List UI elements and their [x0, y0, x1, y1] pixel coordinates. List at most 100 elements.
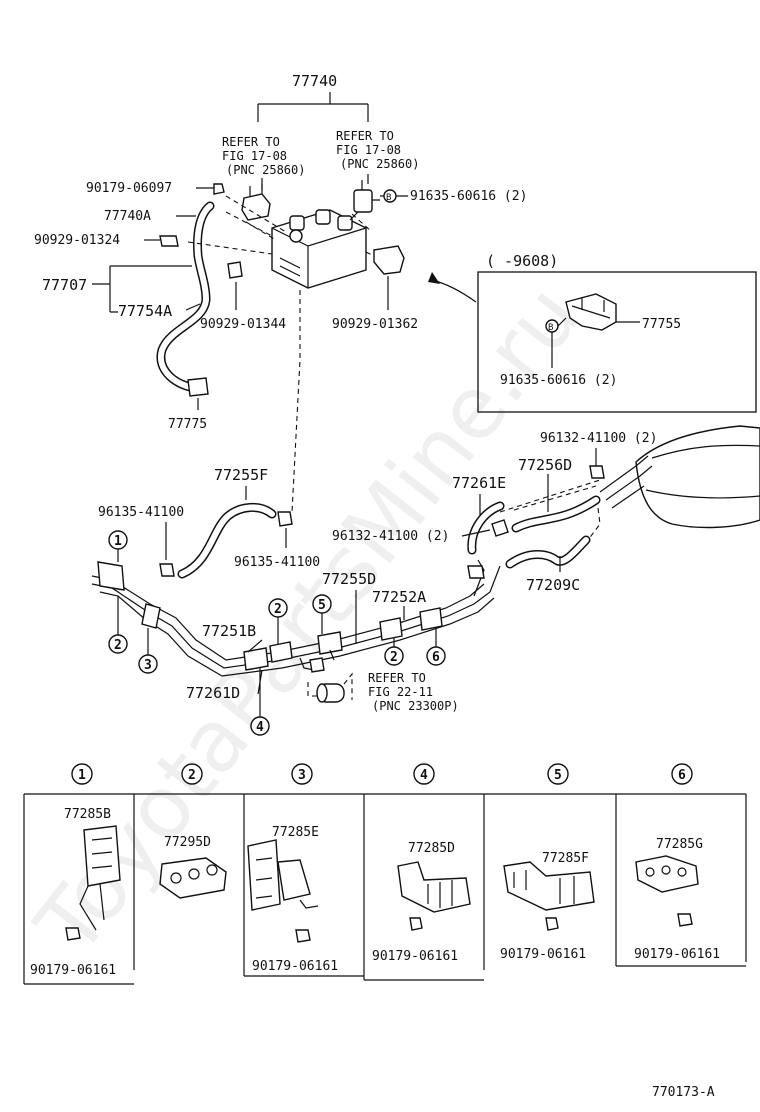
legend-1-bolt: 90179-06161 — [30, 963, 116, 978]
refer-bottom-1: REFER TO — [368, 671, 426, 685]
clamp-77295D-drawing — [159, 857, 227, 899]
leader-77754A — [185, 303, 201, 311]
legend-4-bolt: 90179-06161 — [372, 949, 458, 964]
legend-5-part: 77285F — [542, 851, 589, 866]
legend-3-bolt: 90179-06161 — [252, 959, 338, 974]
refer-bottom-3: (PNC 23300P) — [372, 699, 459, 713]
legend-headers: 1 2 3 4 5 6 — [71, 763, 693, 785]
legend-table — [23, 793, 747, 985]
bracket-77707 — [92, 265, 192, 313]
svg-text:2: 2 — [390, 650, 398, 665]
label-90179-06097: 90179-06097 — [86, 181, 172, 196]
clamp-77285F-drawing — [503, 861, 595, 911]
bolt-legend-1 — [65, 927, 81, 941]
svg-text:6: 6 — [678, 768, 686, 783]
clip-90929-01344 — [227, 261, 243, 279]
label-77261D: 77261D — [186, 684, 240, 702]
leader-96132-mid — [461, 529, 491, 537]
clamp-6 — [419, 607, 443, 631]
leader-refer — [261, 174, 369, 190]
label-77740A: 77740A — [104, 209, 151, 224]
arrow-head — [428, 272, 440, 284]
leader-77251B — [247, 639, 263, 653]
label-77252A: 77252A — [372, 588, 426, 606]
refer-left-3: (PNC 25860) — [226, 163, 305, 177]
marker-6: 6 — [426, 628, 446, 666]
refer-right-3: (PNC 25860) — [340, 157, 419, 171]
marker-5: 5 — [312, 594, 332, 634]
clamp-77285D-drawing — [397, 861, 471, 913]
label-96135-41100-left: 96135-41100 — [98, 505, 184, 520]
bolt-legend-5 — [545, 917, 559, 931]
label-77755: 77755 — [642, 317, 681, 332]
svg-text:6: 6 — [432, 650, 440, 665]
clamp-77775 — [187, 377, 209, 397]
charcoal-canister — [271, 209, 367, 289]
marker-2-mid: 2 — [268, 598, 288, 644]
label-91635-60616-top: 91635-60616 (2) — [410, 189, 527, 204]
legend-2-part: 77295D — [164, 835, 211, 850]
figure-id: 770173-A — [652, 1085, 715, 1100]
svg-text:2: 2 — [274, 602, 282, 617]
label-90929-01324: 90929-01324 — [34, 233, 120, 248]
legend-6-bolt: 90179-06161 — [634, 947, 720, 962]
refer-bottom-2: FIG 22-11 — [368, 685, 433, 699]
label-77255F: 77255F — [214, 466, 268, 484]
clamp-2-mid — [269, 641, 293, 663]
dashed-tank — [499, 479, 601, 541]
vsv-left — [241, 184, 271, 221]
marker-1: 1 — [108, 530, 128, 562]
clamp-77285G-drawing — [635, 855, 699, 893]
legend-5-bolt: 90179-06161 — [500, 947, 586, 962]
bolt-legend-6 — [677, 913, 693, 927]
svg-text:3: 3 — [298, 768, 306, 783]
inset-box: ( -9608) 77755 B 91635-60616 (2) — [477, 252, 757, 413]
pipes-to-tank — [599, 455, 653, 509]
vsv-right — [349, 180, 380, 221]
clamp-rear — [467, 565, 485, 579]
svg-text:1: 1 — [114, 534, 122, 549]
marker-2-left: 2 — [108, 596, 128, 654]
svg-text:1: 1 — [78, 768, 86, 783]
label-77740: 77740 — [292, 72, 337, 90]
svg-text:2: 2 — [114, 638, 122, 653]
label-77775: 77775 — [168, 417, 207, 432]
svg-text:4: 4 — [420, 768, 428, 783]
label-91635-60616-inset: 91635-60616 (2) — [500, 373, 617, 388]
fuel-filter — [316, 683, 345, 703]
bracket-90929-01362 — [373, 245, 405, 275]
clamp-96135-left — [159, 563, 175, 577]
refer-right-1: REFER TO — [336, 129, 394, 143]
refer-right-2: FIG 17-08 — [336, 143, 401, 157]
clamp-96132-mid — [491, 519, 509, 537]
svg-text:2: 2 — [188, 768, 196, 783]
nut-90179-06097 — [213, 183, 225, 195]
clamp-5 — [317, 631, 343, 655]
leader-91635-inset — [551, 317, 567, 368]
clamp-4 — [243, 647, 269, 671]
fuel-tank — [635, 425, 760, 529]
label-90929-01362: 90929-01362 — [332, 317, 418, 332]
clamp-77285E-drawing — [247, 839, 319, 911]
clip-90929-01324 — [159, 235, 179, 247]
label-96132-41100-mid: 96132-41100 (2) — [332, 529, 449, 544]
clamp-96135-mid — [277, 511, 293, 527]
dashed-leaders-top — [187, 195, 375, 513]
label-77209C: 77209C — [526, 576, 580, 594]
legend-1-part: 77285B — [64, 807, 111, 822]
inset-range: ( -9608) — [486, 252, 558, 270]
bracket-77740 — [257, 92, 369, 122]
label-77261E: 77261E — [452, 474, 506, 492]
marker-2-right: 2 — [384, 638, 404, 666]
bolt-b-letter-top: B — [386, 193, 391, 203]
clamp-77285B-drawing — [79, 825, 121, 931]
label-96132-41100-right: 96132-41100 (2) — [540, 431, 657, 446]
dashed-filter — [307, 672, 353, 700]
refer-left-1: REFER TO — [222, 135, 280, 149]
marker-3: 3 — [138, 628, 158, 674]
label-77255D: 77255D — [322, 570, 376, 588]
refer-left-2: FIG 17-08 — [222, 149, 287, 163]
svg-text:3: 3 — [144, 658, 152, 673]
clamp-3 — [141, 603, 161, 629]
